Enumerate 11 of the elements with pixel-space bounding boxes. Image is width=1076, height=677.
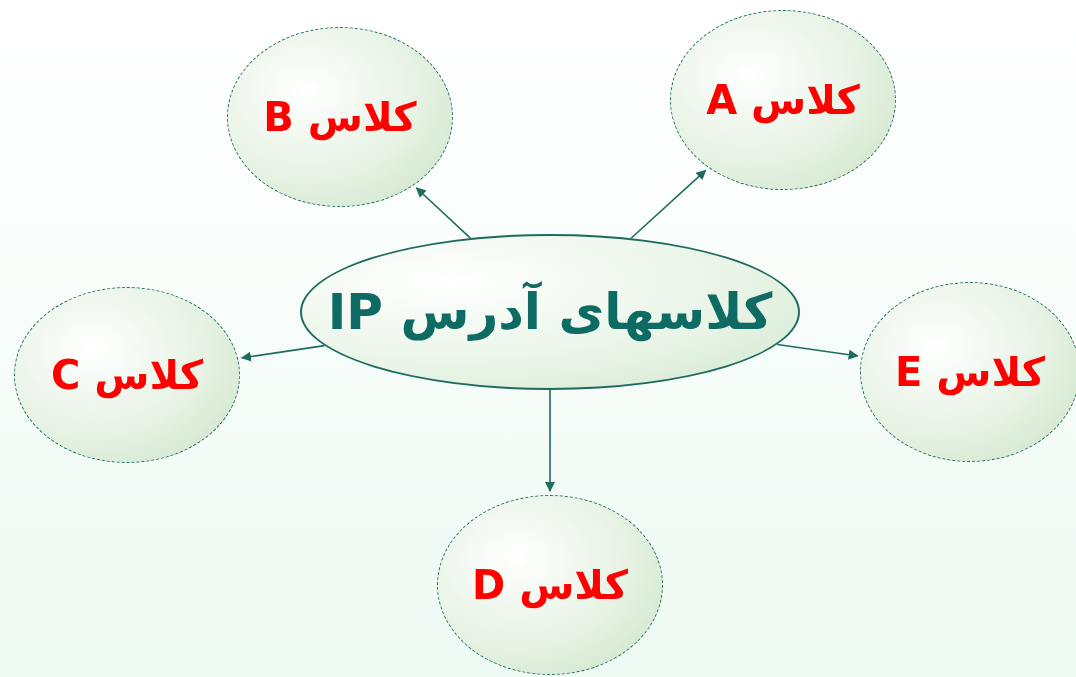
node-label: کلاس C	[50, 352, 204, 398]
arrow	[240, 344, 326, 362]
node-label: کلاسهای آدرس IP	[327, 283, 773, 341]
node-label: کلاس E	[894, 349, 1046, 395]
arrow	[545, 389, 555, 492]
node-label: کلاس B	[263, 94, 417, 140]
arrow	[776, 343, 859, 360]
arrow	[630, 169, 707, 239]
node-label: کلاس D	[472, 562, 628, 608]
arrow	[415, 187, 472, 239]
node-label: کلاس A	[706, 77, 860, 123]
